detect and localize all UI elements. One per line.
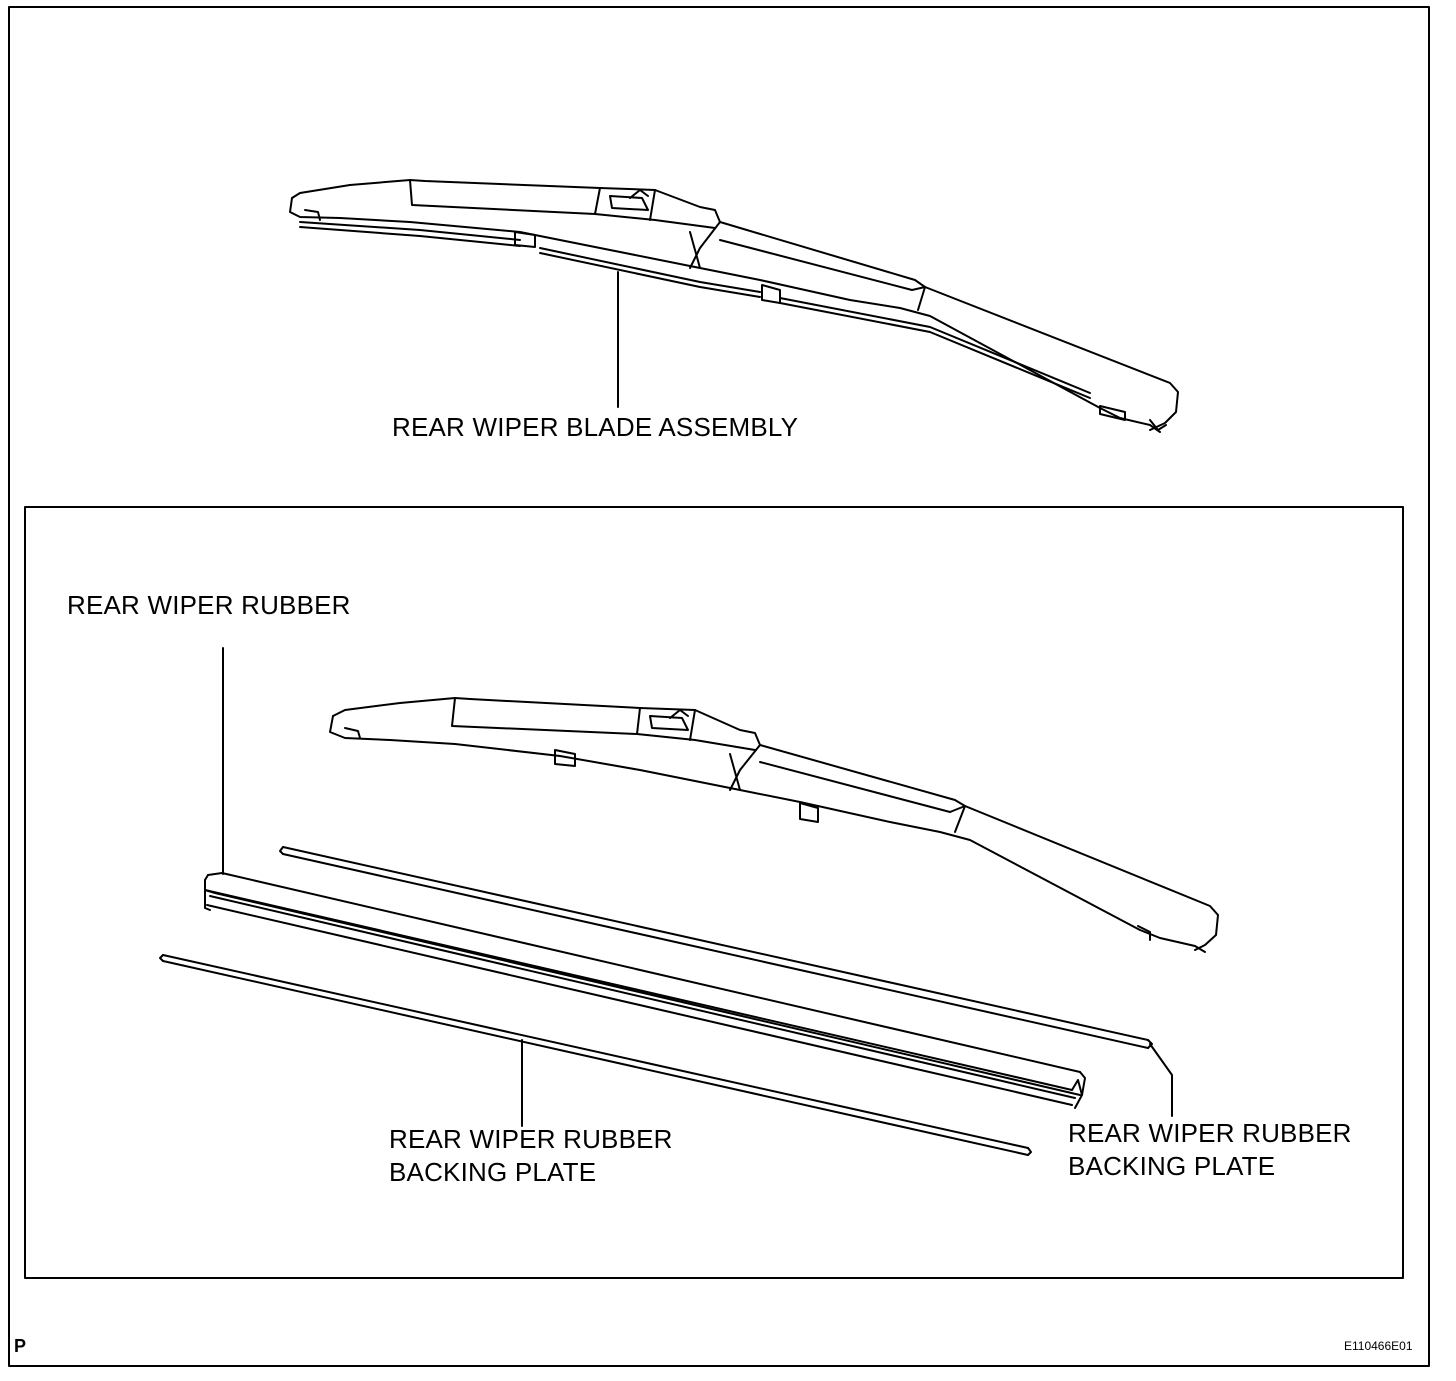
corner-mark: P [14,1336,27,1356]
label-rubber: REAR WIPER RUBBER [67,590,351,620]
outer-frame [8,6,1430,1367]
blade-body-drawing [329,697,1219,953]
leader-backing-plate-right [1149,1043,1173,1117]
label-blade-assembly: REAR WIPER BLADE ASSEMBLY [392,412,799,442]
inner-frame [24,506,1404,1279]
label-backing-plate-right-line1: REAR WIPER RUBBER [1068,1118,1352,1148]
backing-plate-lower [159,954,1032,1156]
label-backing-plate-left-line2: BACKING PLATE [389,1157,597,1187]
label-backing-plate-left-line1: REAR WIPER RUBBER [389,1124,673,1154]
wiper-rubber [204,872,1086,1109]
label-backing-plate-right-line2: BACKING PLATE [1068,1151,1276,1181]
figure-code: E110466E01 [1344,1339,1413,1353]
blade-assembly-drawing [289,179,1179,433]
backing-plate-upper [279,846,1153,1049]
